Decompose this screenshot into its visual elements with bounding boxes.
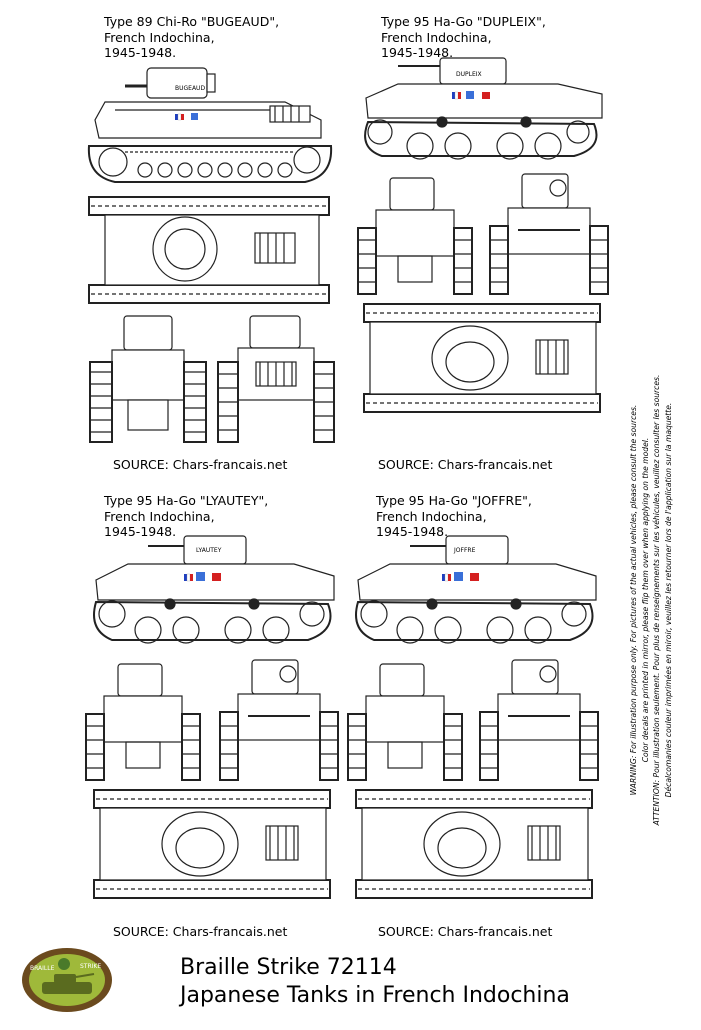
hull-name-joffre: JOFFRE (453, 547, 476, 554)
panel-1-region: French Indochina, (104, 29, 215, 45)
product-title: Japanese Tanks in French Indochina (180, 983, 570, 1008)
panel-4-source: SOURCE: Chars-francais.net (378, 924, 553, 939)
panel-4-region: French Indochina, (376, 508, 487, 524)
type89-top-view (88, 196, 330, 304)
panel-1-source: SOURCE: Chars-francais.net (113, 457, 288, 472)
dupleix-rear-view (489, 173, 609, 295)
panel-1-caption: Type 89 Chi-Ro "BUGEAUD", French Indochi… (104, 14, 279, 61)
dupleix-front-view (357, 177, 473, 295)
panel-2-title: Type 95 Ha-Go "DUPLEIX", (381, 14, 546, 29)
panel-4-years: 1945-1948. (376, 524, 449, 539)
panel-4-caption: Type 95 Ha-Go "JOFFRE", French Indochina… (376, 493, 532, 540)
warning-line-1: WARNING: For illustration purpose only. … (629, 404, 638, 796)
logo-text-left: BRAILLE (30, 965, 55, 972)
panel-3-caption: Type 95 Ha-Go "LYAUTEY", French Indochin… (104, 493, 268, 540)
panel-3-years: 1945-1948. (104, 524, 177, 539)
joffre-side-view: JOFFRE (355, 535, 597, 644)
braille-strike-logo: BRAILLE STRIKE (22, 948, 112, 1012)
panel-3-source: SOURCE: Chars-francais.net (113, 924, 288, 939)
type89-side-view: BUGEAUD (87, 67, 333, 183)
panel-3-region: French Indochina, (104, 508, 215, 524)
panel-1-years: 1945-1948. (104, 45, 177, 60)
logo-text-right: STRIKE (80, 963, 101, 970)
type89-front-view (89, 315, 207, 443)
type89-rear-view (217, 315, 335, 443)
lyautey-top-view (93, 789, 331, 899)
dupleix-side-view: DUPLEIX (364, 57, 603, 160)
lyautey-front-view (85, 663, 201, 781)
warning-line-2: Color decals are printed in mirror, plea… (640, 437, 650, 763)
panel-2-years: 1945-1948. (381, 45, 454, 60)
panel-2-region: French Indochina, (381, 29, 492, 45)
lyautey-side-view: LYAUTEY (93, 535, 335, 644)
panel-1-title: Type 89 Chi-Ro "BUGEAUD", (104, 14, 280, 29)
joffre-front-view (347, 663, 463, 781)
hull-name-bugeaud: BUGEAUD (175, 85, 205, 92)
hull-name-dupleix: DUPLEIX (456, 71, 482, 78)
panel-2-caption: Type 95 Ha-Go "DUPLEIX", French Indochin… (381, 14, 546, 61)
joffre-rear-view (479, 659, 599, 781)
product-code: Braille Strike 72114 (180, 955, 397, 980)
warning-notice: WARNING: For illustration purpose only. … (628, 320, 701, 880)
dupleix-top-view (363, 303, 601, 413)
panel-3-title: Type 95 Ha-Go "LYAUTEY", (104, 493, 269, 508)
warning-line-4: Décalcomanies couleur imprimées en miroi… (663, 402, 673, 798)
hull-name-lyautey: LYAUTEY (196, 547, 222, 554)
panel-2-source: SOURCE: Chars-francais.net (378, 457, 553, 472)
panel-4-title: Type 95 Ha-Go "JOFFRE", (376, 493, 532, 508)
warning-line-3: ATTENTION: Pour illustration seulement. … (652, 374, 661, 826)
lyautey-rear-view (219, 659, 339, 781)
joffre-top-view (355, 789, 593, 899)
